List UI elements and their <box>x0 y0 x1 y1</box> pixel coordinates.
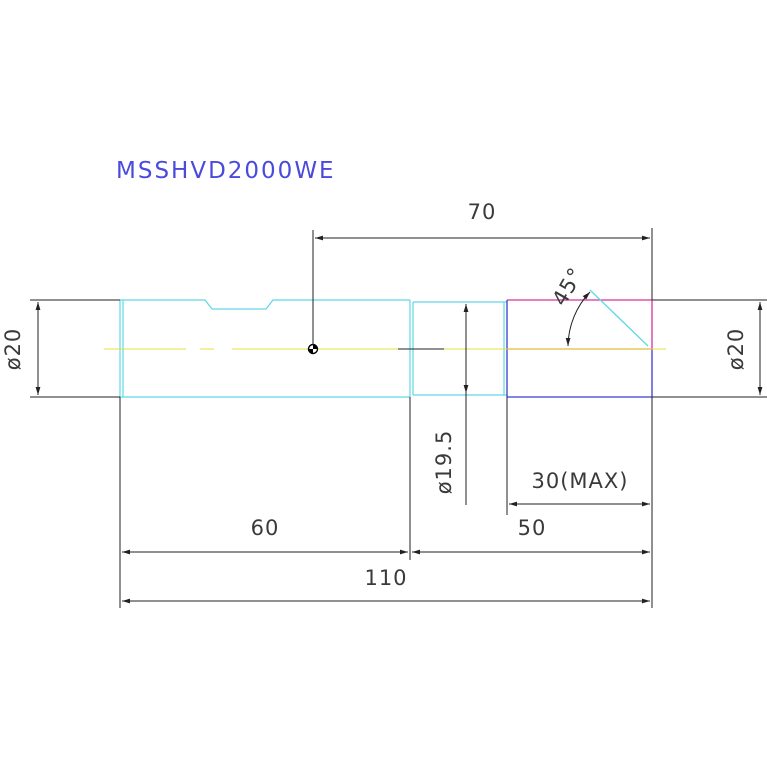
dimension-chamfer-angle: 45° <box>547 263 591 347</box>
dimension-middle-diameter: ø19.5 <box>432 304 469 505</box>
dimension-overall-length: 110 <box>122 566 650 604</box>
dimension-right-diameter-label: ø20 <box>724 328 748 371</box>
dimension-left-diameter-label: ø20 <box>1 328 25 371</box>
dimension-cone-length: 30(MAX) <box>506 397 653 608</box>
dimension-left-diameter: ø20 <box>1 299 120 398</box>
dimension-50-label: 50 <box>518 516 547 540</box>
part-code-title: MSSHVD2000WE <box>116 158 336 184</box>
dimension-cone-length-label: 30(MAX) <box>532 469 629 493</box>
datum-target-icon <box>307 343 319 355</box>
dimension-chamfer-angle-label: 45° <box>547 263 588 310</box>
dimension-middle-diameter-label: ø19.5 <box>432 430 456 495</box>
dimension-70-label: 70 <box>468 200 497 224</box>
dimension-60-label: 60 <box>251 516 280 540</box>
dimension-sections: 60 50 <box>119 397 650 608</box>
dimension-110-label: 110 <box>364 566 407 590</box>
dimension-right-diameter: ø20 <box>652 299 767 398</box>
dimension-70: 70 <box>312 200 653 345</box>
